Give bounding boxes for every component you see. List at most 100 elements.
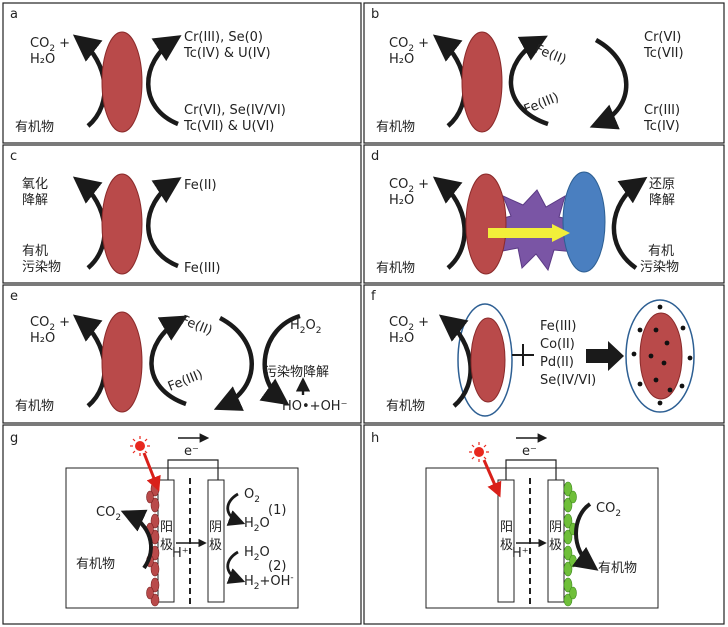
- bold-arrow: [586, 341, 624, 371]
- sun-icon: [469, 442, 489, 462]
- organic-label: 有机: [22, 244, 48, 259]
- panel-frame: [363, 2, 725, 144]
- electron-label: e⁻: [522, 444, 537, 459]
- reactor-vessel: [425, 467, 659, 609]
- products-label: H₂O: [389, 331, 414, 346]
- eq1-label: (1): [268, 503, 286, 518]
- fe2-label: Fe(II): [184, 178, 217, 193]
- panel-letter: d: [371, 149, 379, 164]
- tc4-label: Tc(IV): [643, 119, 680, 134]
- panel-a: a CO2 + H₂O 有机物 Cr(III), Se(0) Tc(IV) & …: [2, 2, 362, 144]
- co2-label: CO2: [596, 501, 621, 519]
- oxidation-arrow: [120, 509, 153, 570]
- water-label-2: H2O: [244, 545, 270, 563]
- reduction-arrow: [572, 502, 599, 571]
- organic-label: 有机物: [376, 120, 415, 135]
- proton-label: H⁺: [172, 546, 189, 561]
- microbe-cell-donor: [465, 173, 507, 275]
- pollutant-label: 污染物: [640, 260, 679, 275]
- microbe-cell: [461, 31, 503, 133]
- panel-c: c 氧化 降解 有机 污染物 Fe(II) Fe(III): [2, 144, 362, 284]
- panel-frame: [2, 284, 362, 424]
- co2-label: CO2 +: [389, 36, 429, 54]
- microbe-cell: [101, 311, 143, 413]
- h2-evolution-arrow: [226, 550, 246, 584]
- oxidation-label: 氧化: [22, 177, 48, 192]
- microbe-cell-acceptor: [562, 171, 606, 273]
- cathode-label-2: 极: [549, 538, 562, 553]
- panel-d: d CO2 + H₂O 有机物 还原 降解 有机 污染物: [363, 144, 725, 284]
- reduction-label: 还原: [649, 177, 675, 192]
- panel-g: g e⁻ 阳 极 阴 极 H⁺: [2, 424, 362, 625]
- degradation-label: 降解: [649, 193, 675, 208]
- metal-ion-label: Co(II): [540, 337, 575, 352]
- organic-label: 有机物: [376, 261, 415, 276]
- panel-e: e CO2 + H₂O 有机物 Fe(II) Fe(III) H2O2 污染物降…: [2, 284, 362, 424]
- metal-ion-label: Se(IV/VI): [540, 373, 596, 388]
- fenton-arrow: [213, 316, 254, 411]
- fe-reduction-arrow: [149, 315, 188, 407]
- organic-label: 有机物: [15, 399, 54, 414]
- metal-ion-label: Fe(III): [540, 319, 576, 334]
- cathode-label: 阴: [549, 520, 562, 535]
- pollutant-label: 污染物: [22, 260, 61, 275]
- products-label: H₂O: [389, 52, 414, 67]
- electron-beam-head: [552, 224, 570, 242]
- degradation-label: 降解: [22, 193, 48, 208]
- products-label: H₂O: [30, 52, 55, 67]
- organic-label: 有机物: [386, 399, 425, 414]
- cathode-label: 阴: [209, 520, 222, 535]
- cr6-label: Cr(VI): [644, 30, 681, 45]
- reduction-arrow: [611, 176, 648, 270]
- oxidized-metals-label: Cr(VI), Se(IV/VI): [184, 103, 286, 118]
- h2o2-arrow: [259, 313, 301, 406]
- light-ray: [142, 452, 161, 492]
- oxidation-arrow: [438, 314, 473, 408]
- metal-loaded-cell: [639, 312, 683, 400]
- cathode-electrode: [207, 479, 225, 603]
- reduced-metals-label: Cr(III), Se(0): [184, 30, 263, 45]
- fe-reduction-arrow: [508, 35, 549, 127]
- reduced-metals-label-2: Tc(IV) & U(IV): [183, 46, 271, 61]
- anode-label: 阳: [160, 520, 173, 535]
- nanoparticles: [631, 304, 693, 406]
- fe-arrow: [146, 177, 182, 269]
- radical-label: HO•+OH⁻: [282, 399, 347, 414]
- co2-label: CO2 +: [30, 315, 70, 333]
- panel-b: b CO2 + H₂O 有机物 Fe(II) Fe(III) Cr(VI) Tc…: [363, 2, 725, 144]
- panel-letter: h: [371, 431, 379, 446]
- eq2-label: (2): [268, 559, 286, 574]
- microbe-cell: [101, 31, 143, 133]
- panel-frame: [363, 424, 725, 625]
- co2-label: CO2 +: [389, 315, 429, 333]
- reduction-arrow: [146, 35, 182, 127]
- h2o2-label: H2O2: [290, 318, 321, 336]
- panel-letter: g: [10, 431, 18, 446]
- external-circuit: [505, 459, 557, 480]
- panel-frame: [363, 284, 725, 424]
- panel-letter: e: [10, 289, 18, 304]
- panel-letter: b: [371, 7, 379, 22]
- microbe-cell: [101, 173, 143, 275]
- panel-frame: [2, 424, 362, 625]
- o2-reduction-arrow: [226, 492, 246, 526]
- metal-ion-label: Pd(II): [540, 355, 574, 370]
- organic-label-2: 有机: [648, 244, 674, 259]
- oxidation-arrow: [432, 176, 467, 270]
- co2-label: CO2: [96, 505, 121, 523]
- cell-envelope: [457, 303, 513, 417]
- biofilm: [146, 481, 160, 607]
- anode-label-2: 极: [500, 538, 513, 553]
- panel-letter: c: [10, 149, 17, 164]
- water-label: H2O: [244, 516, 270, 534]
- proton-label: H⁺: [512, 546, 529, 561]
- organic-label: 有机物: [76, 557, 115, 572]
- light-ray: [482, 459, 502, 498]
- products-label: H₂O: [30, 331, 55, 346]
- anode-label-2: 极: [160, 538, 173, 553]
- panel-frame: [2, 144, 362, 284]
- panel-frame: [2, 2, 362, 144]
- anode-electrode: [497, 479, 515, 603]
- fe3-label: Fe(III): [184, 261, 220, 276]
